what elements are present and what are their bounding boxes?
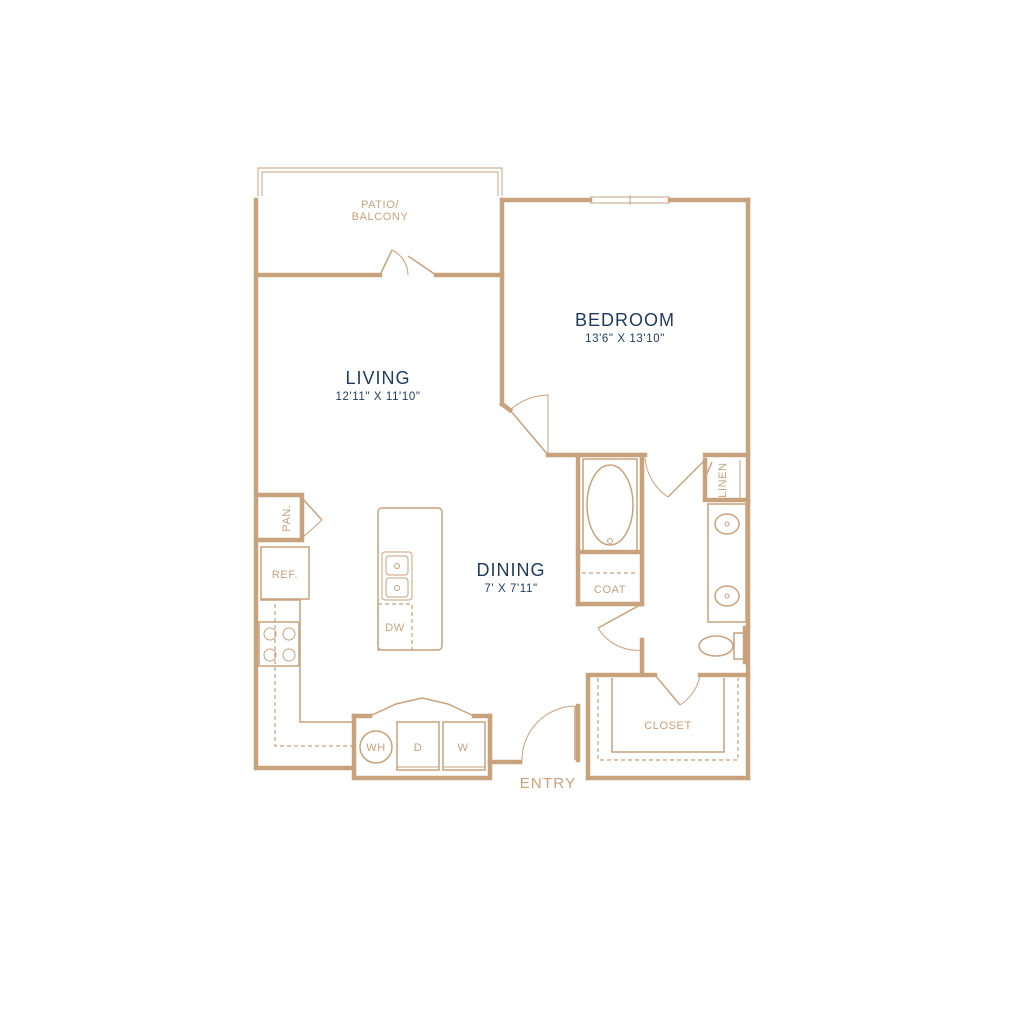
entry-label: ENTRY	[520, 775, 577, 792]
bedroom-label: BEDROOM	[575, 310, 675, 330]
pantry-label: PAN.	[281, 504, 293, 531]
washer-label: W	[458, 742, 469, 754]
living-room-dimensions: 12'11" X 11'10"	[335, 391, 420, 403]
patio-label-line1: PATIO/	[361, 199, 399, 211]
toilet-icon	[698, 635, 734, 657]
patio-label-line2: BALCONY	[352, 211, 409, 223]
labels: PATIO/ BALCONY LIVING 12'11" X 11'10" BE…	[272, 199, 729, 792]
closet-shelves	[597, 678, 739, 761]
refrigerator-label: REF.	[272, 569, 298, 581]
washer	[442, 721, 486, 771]
living-room-label: LIVING	[345, 368, 410, 388]
kitchen-island	[377, 507, 443, 651]
dryer-label: D	[414, 742, 423, 754]
kitchen	[258, 507, 443, 747]
laundry	[359, 721, 486, 771]
bedroom-window	[590, 195, 670, 205]
refrigerator	[260, 546, 310, 600]
walls	[253, 197, 751, 781]
patio-railing	[257, 167, 503, 196]
sink-icon	[714, 513, 740, 535]
dining-dimensions: 7' X 7'11"	[484, 583, 537, 595]
water-heater-label: WH	[366, 742, 386, 754]
sink-icon	[714, 585, 740, 607]
closet-label: CLOSET	[644, 720, 692, 732]
bedroom-dimensions: 13'6" X 13'10"	[585, 333, 665, 345]
dishwasher	[377, 603, 413, 651]
cooktop	[258, 621, 300, 667]
coat-closet-label: COAT	[594, 584, 626, 596]
bathroom	[582, 458, 747, 660]
dryer	[396, 721, 440, 771]
linen-closet-label: LINEN	[717, 462, 729, 497]
dishwasher-label: DW	[385, 622, 405, 634]
vanity	[707, 503, 747, 623]
water-heater	[359, 730, 393, 764]
dining-label: DINING	[477, 560, 546, 580]
doors	[301, 249, 713, 763]
toilet-tank	[733, 632, 747, 660]
bathtub	[582, 458, 638, 552]
